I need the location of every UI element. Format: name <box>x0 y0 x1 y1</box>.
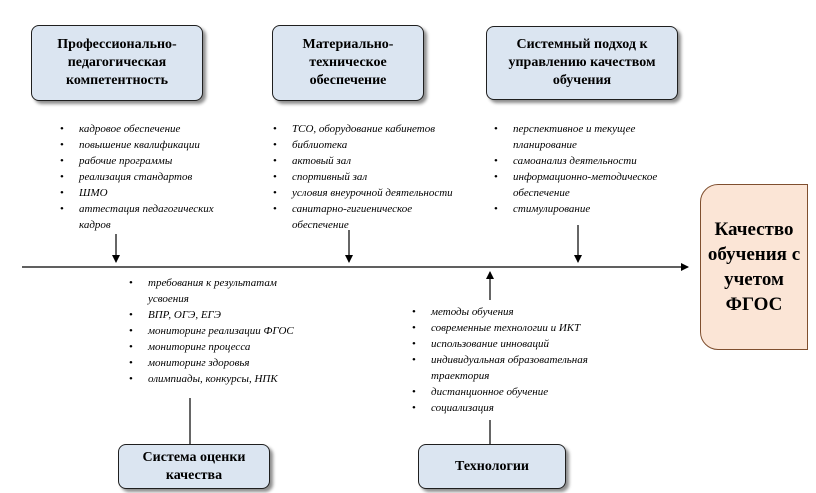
list-item: аттестация педагогических кадров <box>60 201 239 233</box>
list-item: актовый зал <box>273 153 473 169</box>
list-item: библиотека <box>273 137 473 153</box>
list-item: ТСО, оборудование кабинетов <box>273 121 473 137</box>
box-material: Материально-техническое обеспечение <box>272 25 424 101</box>
list-item: использование инноваций <box>412 336 622 352</box>
list-item: реализация стандартов <box>60 169 250 185</box>
list-item: стимулирование <box>494 201 669 217</box>
list-item: мониторинг здоровья <box>129 355 324 371</box>
result-title: Качество обучения с учетом ФГОС <box>707 219 801 315</box>
list-item: самоанализ деятельности <box>494 153 669 169</box>
list-item: повышение квалификации <box>60 137 250 153</box>
list-item: методы обучения <box>412 304 622 320</box>
box-competence: Профессионально-педагогическая компетент… <box>31 25 203 101</box>
box-assessment: Система оценки качества <box>118 444 270 489</box>
list-item: индивидуальная образовательная траектори… <box>412 352 616 384</box>
box-competence-title: Профессионально-педагогическая компетент… <box>57 37 177 88</box>
list-item: условия внеурочной деятельности <box>273 185 473 201</box>
list-material: ТСО, оборудование кабинетов библиотека а… <box>273 121 473 233</box>
list-item: информационно-методическое обеспечение <box>494 169 658 201</box>
box-system-approach: Системный подход к управлению качеством … <box>486 26 678 100</box>
list-item: кадровое обеспечение <box>60 121 250 137</box>
list-system-approach: перспективное и текущее планирование сам… <box>494 121 669 217</box>
list-item: ШМО <box>60 185 250 201</box>
list-item: олимпиады, конкурсы, НПК <box>129 371 324 387</box>
list-item: мониторинг процесса <box>129 339 324 355</box>
box-material-title: Материально-техническое обеспечение <box>302 37 394 88</box>
list-item: социализация <box>412 400 622 416</box>
list-item: перспективное и текущее планирование <box>494 121 658 153</box>
list-item: мониторинг реализации ФГОС <box>129 323 324 339</box>
list-item: рабочие программы <box>60 153 250 169</box>
list-competence: кадровое обеспечение повышение квалифика… <box>60 121 250 233</box>
box-system-title: Системный подход к управлению качеством … <box>508 37 656 88</box>
box-technologies-title: Технологии <box>455 458 529 474</box>
list-assessment: требования к результатам усвоения ВПР, О… <box>129 275 324 387</box>
list-item: требования к результатам усвоения <box>129 275 308 307</box>
list-item: дистанционное обучение <box>412 384 622 400</box>
list-item: спортивный зал <box>273 169 473 185</box>
list-technologies: методы обучения современные технологии и… <box>412 304 622 416</box>
box-technologies: Технологии <box>418 444 566 489</box>
list-item: ВПР, ОГЭ, ЕГЭ <box>129 307 324 323</box>
list-item: современные технологии и ИКТ <box>412 320 622 336</box>
box-assessment-title: Система оценки качества <box>142 449 246 483</box>
list-item: санитарно-гигиеническое обеспечение <box>273 201 447 233</box>
result-quality: Качество обучения с учетом ФГОС <box>700 184 808 350</box>
